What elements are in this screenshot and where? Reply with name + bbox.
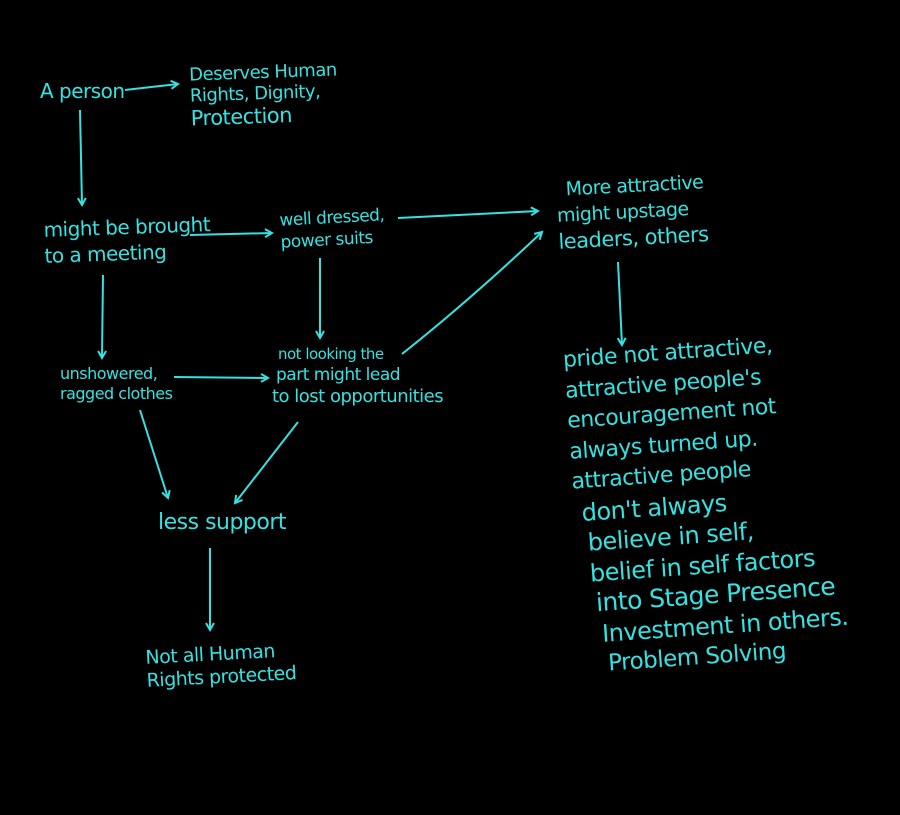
node-not-all-human-rights: Not all Human Rights protected: [145, 639, 297, 693]
arrow-not-looking-to-attractive: [401, 232, 542, 355]
node-text: ragged clothes: [60, 384, 173, 403]
arrow-meeting-to-unshowered: [102, 274, 103, 358]
arrow-well-dressed-to-attractive: [397, 211, 538, 219]
node-unshowered: unshowered, ragged clothes: [60, 364, 173, 404]
node-text: A person: [40, 79, 125, 103]
node-might-be-brought: might be brought to a meeting: [43, 211, 211, 269]
arrow-attractive-to-pride: [618, 261, 622, 345]
node-well-dressed: well dressed, power suits: [279, 204, 386, 253]
arrow-unshowered-to-less-support: [139, 409, 168, 498]
node-text: less support: [158, 510, 287, 535]
node-text: unshowered,: [60, 364, 158, 383]
node-pride-not-attractive: pride not attractive, attractive people'…: [562, 327, 851, 680]
arrow-not-looking-to-less-support: [235, 421, 299, 503]
node-less-support: less support: [158, 510, 287, 535]
node-deserves-human-rights: Deserves Human Rights, Dignity, Protecti…: [189, 59, 339, 131]
node-not-looking-the-part: not looking the part might lead to lost …: [272, 344, 444, 407]
node-text: not looking the: [278, 345, 384, 363]
arrow-unshowered-to-not-looking: [173, 377, 268, 378]
node-more-attractive: More attractive might upstage leaders, o…: [555, 169, 710, 255]
arrow-meeting-to-well-dressed: [189, 233, 272, 235]
node-text: Protection: [190, 103, 293, 131]
arrow-person-to-meeting: [80, 109, 82, 205]
node-a-person: A person: [40, 80, 125, 103]
node-text: part might lead: [276, 365, 401, 385]
node-text: to lost opportunities: [272, 386, 444, 407]
arrow-person-to-deserves: [124, 84, 178, 91]
